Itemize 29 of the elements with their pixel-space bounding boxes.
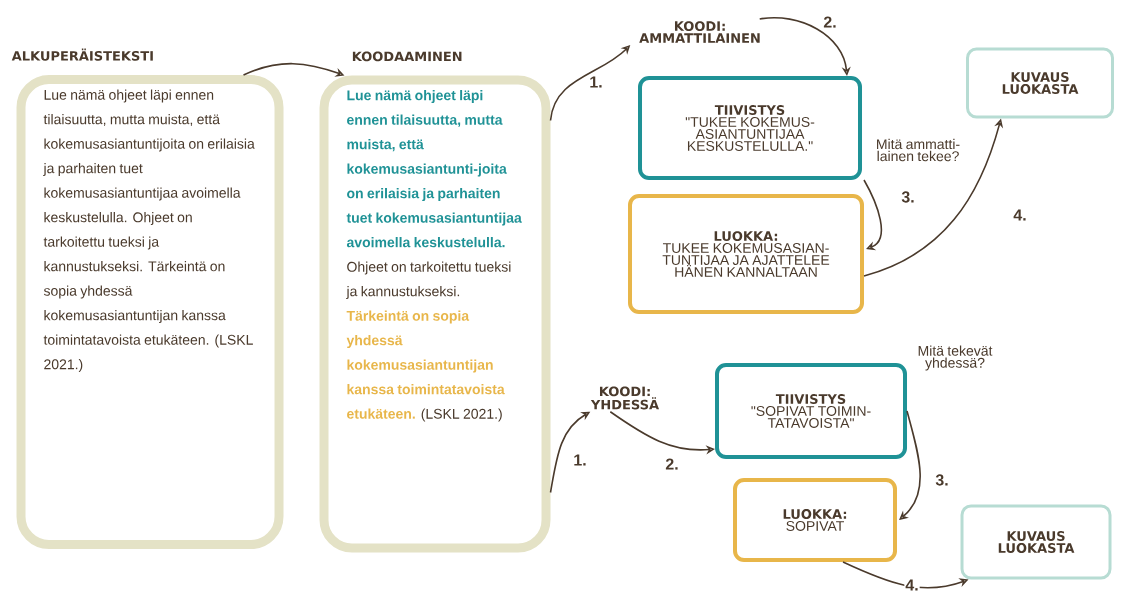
node-label: Lue nämä ohjeet läpi ennen tilaisuutta, mutta muista, että kokemusasiantunti-joita on erilaisia ja parhaiten tuet kokemusasiantuntijaa avoimella keskustelulla. xyxy=(346,90,522,248)
question-text: Mitä ammatti-lainen tekee? xyxy=(877,138,960,162)
question-text: Mitä tekevät yhdessä? xyxy=(918,345,993,371)
text-box: Lue nämä ohjeet läpi ennen tilaisuutta, mutta muista, että kokemusasiantuntijoita on erilaisia ja parhaiten tuet kokemusasiantuntijaa avoimella keskustelulla. Ohjeet on tarkoitettu tueksi ja kannustukseksi. Tärkeintä on sopia yhdessä kokemusasiantuntijan kanssa toimintatavoista etukäteen. (LSKL 2021.) xyxy=(16,75,284,549)
code-heading: KOODI: AMMATTILAINEN xyxy=(639,21,760,43)
node-label: Ohjeet on tarkoitettu tueksi ja kannustukseksi. xyxy=(346,261,511,300)
category-box: LUOKKA: SOPIVAT xyxy=(733,478,897,562)
summary-box: TIIVISTYS "TUKEE KOKEMUS-ASIANTUNTIJAA KESKUSTELULLA." xyxy=(638,76,862,180)
node-label: etukäteen. xyxy=(347,408,415,419)
step-number: 3. xyxy=(934,473,950,487)
heading: KOODAAMINEN xyxy=(352,51,462,62)
arrow xyxy=(899,410,921,520)
heading: ALKUPERÄISTEKSTI xyxy=(11,48,153,61)
node-label: kokemusasiantuntijan xyxy=(347,359,493,373)
summary-box: TIIVISTYS "SOPIVAT TOIMIN-TATAVOISTA" xyxy=(715,363,907,459)
step-number: 2. xyxy=(664,457,680,471)
arrow xyxy=(863,179,883,251)
description-box: KUVAUS LUOKASTA xyxy=(960,504,1112,580)
text-box: Lue nämä ohjeet läpi ennen tilaisuutta, mutta muista, että kokemusasiantunti-joita on erilaisia ja parhaiten tuet kokemusasiantuntijaa avoimella keskustelulla. Ohjeet on tarkoitettu tueksi ja kannustukseksi. Tärkeintä on sopia yhdessä kokemusasiantuntijan kanssa toimintatavoista etukäteen. (LSKL 2021.) xyxy=(319,75,551,553)
node-label: Tärkeintä on sopia xyxy=(346,310,470,324)
arrow xyxy=(758,17,851,76)
node-label: kanssa toimintatavoista xyxy=(347,384,505,395)
code-heading: KOODI: YHDESSÄ xyxy=(590,386,660,410)
step-number: 3. xyxy=(900,190,916,204)
description-box: KUVAUS LUOKASTA xyxy=(966,47,1114,119)
node-label: (LSKL 2021.) xyxy=(421,408,502,422)
step-number: 2. xyxy=(822,15,838,29)
node-label: yhdessä xyxy=(346,335,403,349)
category-box: LUOKKA: TUKEE KOKEMUSASIAN-TUNTIJAA JA AJATTELEE HÄNEN KANNALTAAN xyxy=(628,194,864,314)
